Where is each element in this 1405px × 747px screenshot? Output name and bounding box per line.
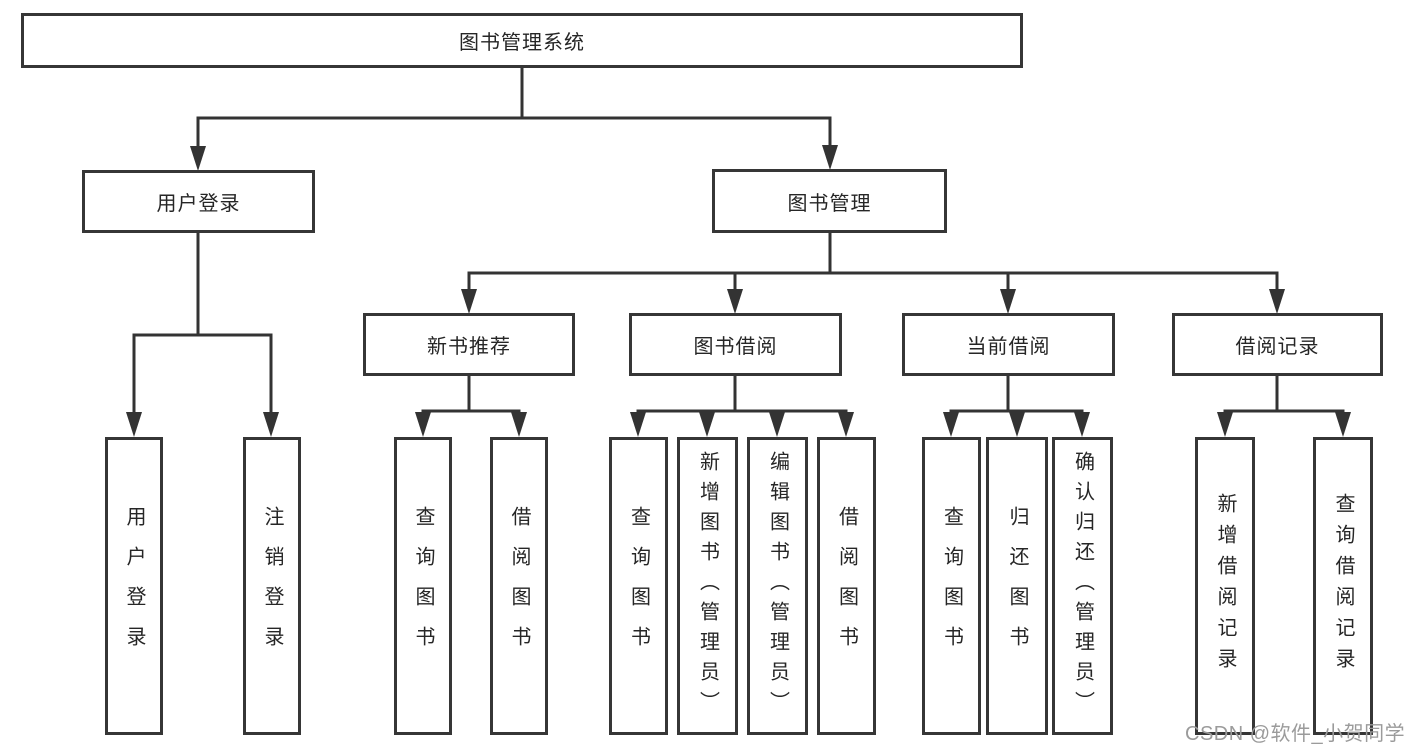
node-leaf-user-login: 用户登录 — [105, 437, 163, 735]
arrowhead-borrowrecords — [1269, 289, 1285, 314]
leaf-label: 借阅图书 — [508, 506, 530, 666]
node-leaf-bb-add: 新增图书（管理员） — [677, 437, 738, 735]
node-leaf-bb-edit: 编辑图书（管理员） — [747, 437, 808, 735]
leaf-label: 借阅图书 — [835, 506, 858, 666]
leaf-label: 注销登录 — [261, 506, 283, 666]
leaf-label: 查询借阅记录 — [1332, 493, 1354, 679]
node-leaf-cb-return: 归还图书 — [986, 437, 1048, 735]
node-root: 图书管理系统 — [21, 13, 1023, 68]
leaf-label: 查询图书 — [412, 506, 434, 666]
arrowhead-user-login — [190, 146, 206, 171]
node-borrow-records: 借阅记录 — [1172, 313, 1383, 376]
leaf-label: 新增图书（管理员） — [696, 451, 719, 721]
node-leaf-br-query: 查询借阅记录 — [1313, 437, 1373, 735]
node-leaf-nb-borrow: 借阅图书 — [490, 437, 548, 735]
arrowhead-currentborrow — [1000, 289, 1016, 314]
arrowhead-br-add — [1217, 412, 1233, 437]
node-new-books: 新书推荐 — [363, 313, 575, 376]
arrowhead-book-mgmt — [822, 145, 838, 170]
node-leaf-logout: 注销登录 — [243, 437, 301, 735]
node-leaf-cb-query: 查询图书 — [922, 437, 981, 735]
arrowhead-bookborrow — [727, 289, 743, 314]
arrowhead-nb-query — [415, 412, 431, 437]
node-current-borrow: 当前借阅 — [902, 313, 1115, 376]
arrowhead-cb-query — [943, 412, 959, 437]
node-leaf-bb-borrow: 借阅图书 — [817, 437, 876, 735]
arrowhead-newbooks — [461, 289, 477, 314]
leaf-label: 查询图书 — [940, 506, 963, 666]
arrowhead-cb-return — [1009, 412, 1025, 437]
leaf-label: 编辑图书（管理员） — [766, 451, 789, 721]
arrowhead-nb-borrow — [511, 412, 527, 437]
node-user-login: 用户登录 — [82, 170, 315, 233]
arrowhead-leaf-logout — [263, 412, 279, 437]
node-book-mgmt: 图书管理 — [712, 169, 947, 233]
arrowhead-bb-borrow — [838, 412, 854, 437]
node-leaf-cb-confirm: 确认归还（管理员） — [1052, 437, 1113, 735]
node-leaf-nb-query: 查询图书 — [394, 437, 452, 735]
leaf-label: 查询图书 — [627, 506, 650, 666]
arrowhead-leaf-userlogin — [126, 412, 142, 437]
arrowhead-bb-add — [699, 412, 715, 437]
node-book-borrow: 图书借阅 — [629, 313, 842, 376]
arrowhead-bb-query — [630, 412, 646, 437]
leaf-label: 用户登录 — [123, 506, 145, 666]
arrowhead-cb-confirm — [1074, 412, 1090, 437]
node-leaf-bb-query: 查询图书 — [609, 437, 668, 735]
node-leaf-br-add: 新增借阅记录 — [1195, 437, 1255, 735]
leaf-label: 新增借阅记录 — [1214, 493, 1236, 679]
arrowhead-br-query — [1335, 412, 1351, 437]
leaf-label: 归还图书 — [1006, 506, 1028, 666]
arrowhead-bb-edit — [769, 412, 785, 437]
csdn-watermark: CSDN @软件_小贺同学 — [1185, 723, 1405, 745]
leaf-label: 确认归还（管理员） — [1071, 451, 1094, 721]
